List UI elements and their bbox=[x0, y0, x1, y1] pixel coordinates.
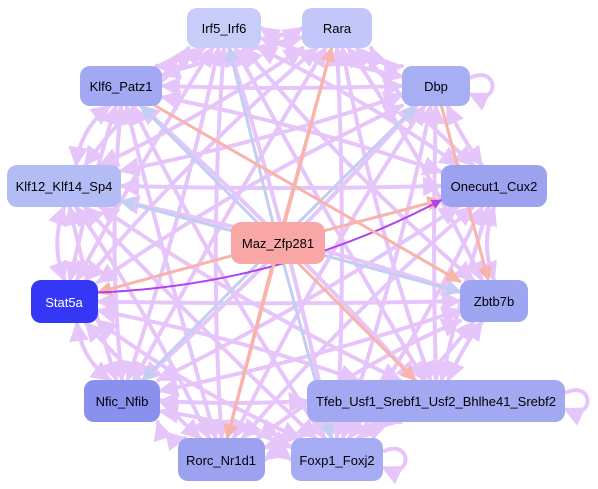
node-label: Nfic_Nfib bbox=[96, 394, 149, 409]
node-label: Rara bbox=[323, 21, 352, 36]
node-rara[interactable]: Rara bbox=[302, 8, 372, 48]
node-irf5[interactable]: Irf5_Irf6 bbox=[187, 8, 261, 48]
edge-klf6-zbtb7b bbox=[154, 104, 462, 283]
edge-maz-stat5a bbox=[96, 254, 233, 296]
self-loops bbox=[381, 73, 590, 485]
node-label: Dbp bbox=[424, 79, 448, 94]
node-label: Irf5_Irf6 bbox=[202, 21, 247, 36]
edge-klf6-dbp bbox=[160, 76, 404, 97]
edge-maz-nfic bbox=[141, 262, 259, 382]
node-klf6[interactable]: Klf6_Patz1 bbox=[80, 66, 162, 106]
self-loop-tfeb bbox=[563, 388, 590, 426]
edge-klf12-onecut bbox=[119, 176, 443, 197]
edge-dbp-onecut bbox=[445, 104, 484, 167]
node-rorc[interactable]: Rorc_Nr1d1 bbox=[178, 438, 265, 481]
node-zbtb7b[interactable]: Zbtb7b bbox=[460, 280, 528, 322]
node-klf12[interactable]: Klf12_Klf14_Sp4 bbox=[7, 165, 121, 207]
highlighted-edges bbox=[96, 46, 493, 440]
node-label: Onecut1_Cux2 bbox=[451, 179, 538, 194]
edge-maz-klf12 bbox=[119, 197, 233, 232]
node-onecut[interactable]: Onecut1_Cux2 bbox=[441, 165, 547, 207]
node-nfic[interactable]: Nfic_Nfib bbox=[84, 380, 160, 422]
edge-maz-dbp bbox=[297, 104, 418, 224]
edge-maz-klf6 bbox=[139, 104, 259, 224]
node-label: Tfeb_Usf1_Srebf1_Usf2_Bhlhe41_Srebf2 bbox=[316, 394, 556, 409]
edge-onecut-zbtb7b bbox=[478, 205, 497, 282]
edge-rara-dbp bbox=[368, 46, 404, 79]
node-label: Foxp1_Foxj2 bbox=[299, 453, 374, 468]
node-tfeb[interactable]: Tfeb_Usf1_Srebf1_Usf2_Bhlhe41_Srebf2 bbox=[307, 380, 565, 422]
node-label: Klf6_Patz1 bbox=[90, 79, 153, 94]
edge-nfic-rorc bbox=[153, 420, 187, 452]
self-loop-dbp bbox=[468, 73, 495, 111]
node-label: Klf12_Klf14_Sp4 bbox=[16, 179, 113, 194]
node-label: Zbtb7b bbox=[474, 294, 514, 309]
edge-stat5a-zbtb7b bbox=[96, 291, 462, 312]
edge-nfic-tfeb bbox=[158, 391, 309, 412]
node-stat5a[interactable]: Stat5a bbox=[31, 280, 98, 323]
node-foxp1[interactable]: Foxp1_Foxj2 bbox=[291, 438, 383, 481]
node-dbp[interactable]: Dbp bbox=[402, 66, 470, 106]
edge-maz-irf5 bbox=[225, 46, 275, 224]
edge-klf12-stat5a bbox=[48, 205, 68, 282]
node-label: Rorc_Nr1d1 bbox=[186, 453, 256, 468]
node-label: Maz_Zfp281 bbox=[242, 236, 314, 251]
edge-maz-zbtb7b bbox=[323, 254, 462, 296]
node-label: Stat5a bbox=[45, 295, 83, 310]
edge-maz-tfeb bbox=[297, 262, 417, 382]
node-maz[interactable]: Maz_Zfp281 bbox=[231, 222, 325, 264]
edge-irf5-rara bbox=[259, 26, 304, 47]
edge-rorc-foxp1 bbox=[263, 440, 293, 462]
self-loop-foxp1 bbox=[381, 446, 408, 485]
edge-maz-onecut bbox=[323, 196, 443, 233]
